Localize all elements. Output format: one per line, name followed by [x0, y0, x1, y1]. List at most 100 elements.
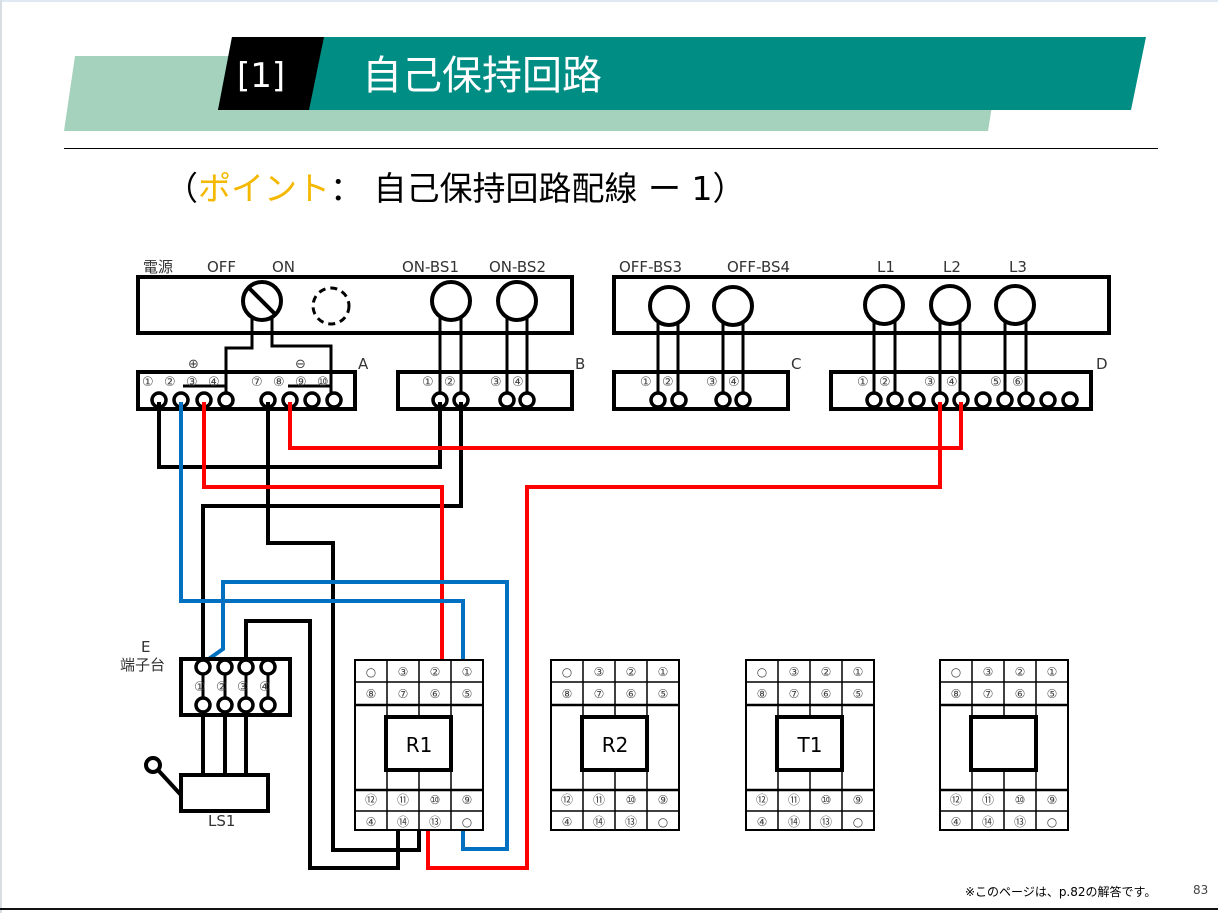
subtitle-separator: ： [330, 169, 363, 208]
terminal-screw-icon[interactable] [649, 391, 667, 409]
wire-black [266, 402, 421, 852]
power-switch-off-icon [241, 280, 283, 322]
wire-red [288, 402, 963, 450]
relay-pin-label: ⑬ [1014, 815, 1026, 829]
terminal-block-a-label: A [358, 355, 369, 373]
relay-pin-label: ○ [366, 665, 376, 679]
relay-pin-label: ⑧ [951, 687, 962, 701]
terminal-screw-icon[interactable] [237, 658, 255, 676]
label-l1: L1 [877, 258, 895, 276]
relay-pin-label: ⑤ [462, 687, 473, 701]
terminal-screw-icon[interactable] [194, 696, 212, 714]
terminal-screw-icon[interactable] [1061, 391, 1079, 409]
terminal-number-label: ⑦ [251, 375, 263, 390]
relay-pin-label: ③ [983, 665, 994, 679]
relay-pin-label: ⑩ [1015, 793, 1026, 807]
footer-note: ※このページは、p.82の解答です。 [965, 885, 1157, 899]
terminal-screw-icon[interactable] [734, 391, 752, 409]
terminal-number-label: ③ [924, 375, 936, 390]
terminal-number-label: ⑩ [317, 375, 329, 390]
relay-pin-label: ② [1015, 665, 1026, 679]
terminal-number-label: ② [216, 680, 228, 695]
terminal-screw-icon[interactable] [865, 391, 883, 409]
label-on-bs2: ON-BS2 [489, 258, 546, 276]
relay-coil [580, 715, 649, 772]
terminal-screw-icon[interactable] [996, 391, 1014, 409]
terminal-screw-icon[interactable] [259, 696, 277, 714]
relay-pin-label: ⑩ [626, 793, 637, 807]
relay-pin-label: ○ [562, 665, 572, 679]
relay-pin-label: ③ [594, 665, 605, 679]
relay-pin-label: ⑬ [820, 815, 832, 829]
terminal-number-label: ① [640, 375, 652, 390]
terminal-screw-icon[interactable] [886, 391, 904, 409]
terminal-screw-icon[interactable] [259, 658, 277, 676]
wire-black [201, 402, 463, 665]
section-number: [1] [237, 56, 286, 96]
terminal-screw-icon[interactable] [1017, 391, 1035, 409]
relay-pin-label: ○ [757, 665, 767, 679]
terminal-block-c-label: C [791, 355, 801, 373]
relay-pin-label: ○ [1047, 815, 1057, 829]
subtitle-text: 自己保持回路配線 ー 1） [373, 169, 746, 208]
limit-switch-label: LS1 [208, 812, 235, 830]
terminal-screw-icon[interactable] [498, 391, 516, 409]
terminal-screw-icon[interactable] [325, 391, 343, 409]
terminal-screw-icon[interactable] [216, 696, 234, 714]
relay-pin-label: ⑧ [366, 687, 377, 701]
terminal-screw-icon[interactable] [518, 391, 536, 409]
relay-pin-label: ④ [951, 815, 962, 829]
relay-coil [969, 715, 1038, 772]
label-l3: L3 [1009, 258, 1027, 276]
terminal-screw-icon[interactable] [194, 658, 212, 676]
terminal-screw-icon[interactable] [217, 391, 235, 409]
relay-label: R1 [406, 733, 433, 757]
relay-label: R2 [602, 733, 629, 757]
relay-pin-label: ⑬ [429, 815, 441, 829]
header-divider [64, 148, 1158, 149]
relay-pin-label: ② [430, 665, 441, 679]
relay-pin-label: ⑨ [1047, 793, 1058, 807]
relay-pin-label: ⑭ [788, 815, 800, 829]
terminal-screw-icon[interactable] [714, 391, 732, 409]
external-wires [157, 402, 963, 870]
wire-blue [179, 402, 465, 697]
terminal-block-c [612, 370, 790, 411]
relay-pin-label: ⑤ [1047, 687, 1058, 701]
power-switch-on-position-icon [311, 286, 351, 326]
terminal-screw-icon[interactable] [216, 658, 234, 676]
terminal-number-label: ① [422, 375, 434, 390]
header-banner [64, 37, 1146, 131]
relay-pin-label: ⑨ [853, 793, 864, 807]
lamp-l3-icon [994, 284, 1036, 326]
relay-pin-label: ○ [462, 815, 472, 829]
subtitle-open: （ [165, 169, 198, 208]
terminal-screws [150, 391, 1079, 409]
terminal-screw-icon[interactable] [237, 696, 255, 714]
relay-pin-label: ① [1047, 665, 1058, 679]
wire-black [157, 402, 442, 469]
terminal-screw-icon[interactable] [670, 391, 688, 409]
plus-symbol: ⊕ [188, 357, 199, 372]
relay-pin-label: ⑭ [982, 815, 994, 829]
terminal-screw-icon[interactable] [908, 391, 926, 409]
relay-pin-label: ① [658, 665, 669, 679]
label-off: OFF [207, 258, 236, 276]
terminal-block-a [136, 370, 357, 411]
terminal-screw-icon[interactable] [974, 391, 992, 409]
terminal-number-label: ① [142, 375, 154, 390]
wire-blue [201, 580, 509, 851]
off-bs4-button-icon [712, 285, 754, 327]
terminal-screw-icon[interactable] [303, 391, 321, 409]
terminal-screw-icon[interactable] [1039, 391, 1057, 409]
terminal-number-label: ② [164, 375, 176, 390]
relay-pin-label: ⑪ [593, 793, 605, 807]
relay-pin-label: ⑧ [757, 687, 768, 701]
relay-pin-label: ⑬ [625, 815, 637, 829]
relay-pin-label: ⑥ [626, 687, 637, 701]
label-l2: L2 [943, 258, 961, 276]
